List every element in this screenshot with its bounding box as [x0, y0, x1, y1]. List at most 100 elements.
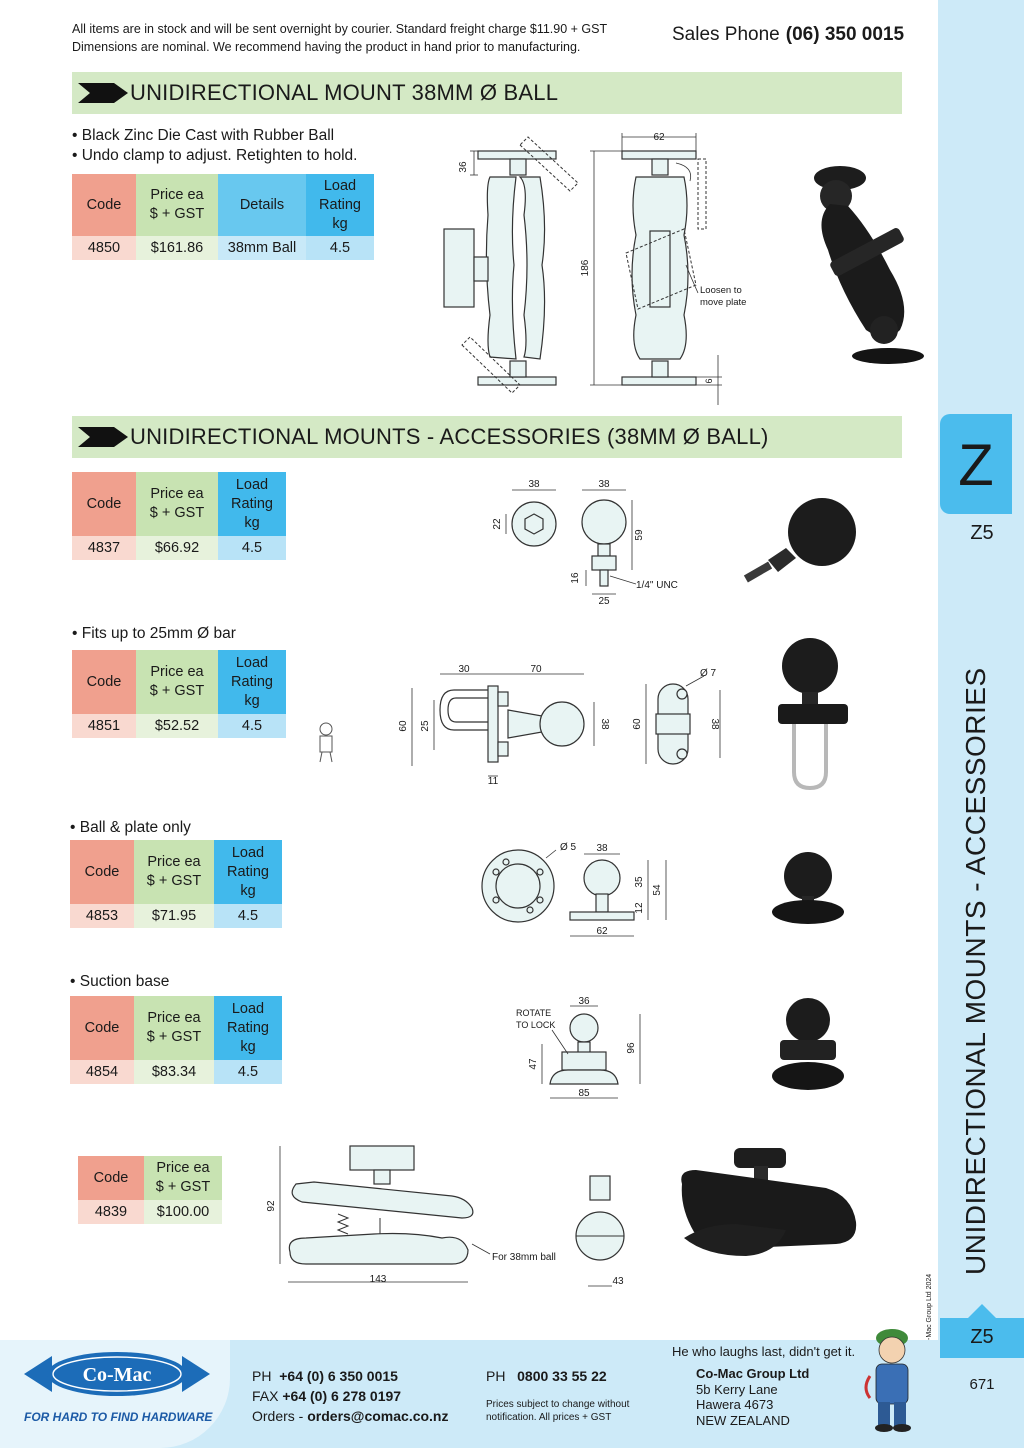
orders-email[interactable]: orders@comac.co.nz	[307, 1408, 449, 1424]
diagram-4854: 36 96 47 85 ROTATE TO LOCK	[516, 996, 641, 1099]
arrow-right-icon	[78, 427, 128, 447]
dim-label: 38	[528, 479, 540, 490]
bullet-item: • Ball & plate only	[70, 819, 191, 836]
cell-load: 4.5	[218, 714, 286, 738]
dim-label: 47	[528, 1058, 539, 1070]
page-number: 671	[969, 1376, 995, 1393]
header-code: Code	[72, 174, 136, 236]
note-label: TO LOCK	[516, 1020, 555, 1030]
section-header-accessories: UNIDIRECTIONAL MOUNTS - ACCESSORIES (38M…	[72, 416, 902, 458]
dim-label: 36	[578, 996, 590, 1007]
section-title: UNIDIRECTIONAL MOUNT 38MM Ø BALL	[130, 80, 559, 105]
cell-code: 4839	[78, 1200, 144, 1224]
mascot-icon	[319, 722, 333, 763]
table-row: 4837 $66.92 4.5	[72, 536, 286, 560]
footer-phone: PH +64 (0) 6 350 0015	[252, 1368, 398, 1384]
dim-label: 60	[398, 720, 409, 732]
comac-logo-icon[interactable]: Co-Mac	[24, 1348, 210, 1398]
footer-disclaimer: Prices subject to change without notific…	[486, 1399, 630, 1423]
dim-label: 12	[634, 902, 645, 914]
product-photo-4854	[772, 998, 844, 1090]
header-code: Code	[78, 1156, 144, 1200]
cell-code: 4837	[72, 536, 136, 560]
side-strip	[938, 0, 1024, 1340]
sales-number[interactable]: (06) 350 0015	[785, 24, 905, 45]
footer-address: Co-Mac Group Ltd 5b Kerry Lane Hawera 46…	[696, 1366, 810, 1428]
notice-line-2: Dimensions are nominal. We recommend hav…	[72, 40, 581, 54]
section-header-mount: UNIDIRECTIONAL MOUNT 38MM Ø BALL	[72, 72, 902, 114]
dim-label: 59	[634, 529, 645, 541]
footer-fax: FAX +64 (0) 6 278 0197	[252, 1388, 402, 1404]
cell-price: $71.95	[134, 904, 214, 928]
dim-label: 96	[626, 1042, 637, 1054]
diagram-4851: 30 70 60 25 38 11 Ø 7 60 38	[398, 664, 721, 787]
cell-price: $52.52	[136, 714, 218, 738]
diagram-4853: Ø 5 38 35 54 12 62	[481, 842, 667, 937]
note-label: move plate	[700, 297, 746, 308]
header-code: Code	[70, 996, 134, 1060]
dim-label: Ø 5	[560, 842, 577, 853]
header-price: Price ea$ + GST	[134, 840, 214, 904]
cell-code: 4850	[72, 236, 136, 260]
dim-label: 85	[578, 1088, 590, 1099]
cell-price: $161.86	[136, 236, 218, 260]
dim-label: 60	[632, 718, 643, 730]
dim-label: Ø 7	[700, 668, 717, 679]
header-price: Price ea$ + GST	[136, 650, 218, 714]
dim-label: 43	[612, 1276, 624, 1287]
dim-label: 70	[530, 664, 542, 675]
cell-load: 4.5	[306, 236, 374, 260]
section1-bullets: • Black Zinc Die Cast with Rubber Ball •…	[72, 126, 357, 166]
dim-label: 11	[488, 776, 499, 787]
header-price: Price ea$ + GST	[136, 472, 218, 536]
footer-orders: Orders - orders@comac.co.nz	[252, 1408, 449, 1424]
product-photo-4839	[681, 1148, 857, 1256]
product-table-4839: Code Price ea$ + GST 4839 $100.00	[78, 1156, 222, 1224]
phone-number[interactable]: +64 (0) 6 350 0015	[279, 1368, 398, 1384]
section-letter-tab[interactable]: Z	[940, 414, 1012, 514]
notice-line-1: All items are in stock and will be sent …	[72, 22, 608, 36]
bullet-item: • Black Zinc Die Cast with Rubber Ball	[72, 127, 335, 144]
freephone-number[interactable]: 0800 33 55 22	[517, 1368, 607, 1384]
arrow-right-icon	[78, 83, 128, 103]
mascot-icon	[864, 1329, 911, 1432]
product-photo-4851	[778, 638, 848, 791]
dim-label: 22	[492, 518, 503, 530]
section-title: UNIDIRECTIONAL MOUNTS - ACCESSORIES (38M…	[130, 424, 769, 449]
vertical-section-title: UNIDIRECTIONAL MOUNTS - ACCESSORIES	[960, 667, 991, 1275]
product-photo-4853	[772, 852, 844, 924]
header-price: Price ea$ + GST	[144, 1156, 222, 1200]
dim-label: 62	[653, 132, 665, 143]
table-row: 4853 $71.95 4.5	[70, 904, 282, 928]
cell-code: 4853	[70, 904, 134, 928]
fax-number: +64 (0) 6 278 0197	[282, 1388, 402, 1404]
product-photo-4837	[743, 498, 856, 583]
note-label: For 38mm ball	[492, 1252, 556, 1263]
dim-label: 38	[598, 479, 610, 490]
dim-label: 16	[570, 572, 581, 584]
tagline: FOR HARD TO FIND HARDWARE	[24, 1410, 213, 1424]
cell-load: 4.5	[214, 1060, 282, 1084]
dim-label: 1/4" UNC	[636, 580, 678, 591]
header-price: Price ea$ + GST	[134, 996, 214, 1060]
sales-label: Sales Phone	[672, 24, 780, 45]
header-details: Details	[218, 174, 306, 236]
dim-label: 35	[634, 876, 645, 888]
side-bottom-code: Z5	[970, 1326, 994, 1348]
cell-code: 4851	[72, 714, 136, 738]
table-row: 4850 $161.86 38mm Ball 4.5	[72, 236, 374, 260]
cell-details: 38mm Ball	[218, 236, 306, 260]
header-code: Code	[72, 472, 136, 536]
header-notice: All items are in stock and will be sent …	[72, 20, 652, 56]
cell-code: 4854	[70, 1060, 134, 1084]
side-section-code: Z5	[970, 522, 994, 544]
diagram-4837: 38 38 22 59 16 25 1/4" UNC	[492, 479, 678, 607]
dim-label: 143	[370, 1274, 387, 1285]
footer	[0, 1340, 940, 1448]
tab-pointer	[968, 1304, 996, 1318]
header-code: Code	[70, 840, 134, 904]
dim-label: 25	[420, 720, 431, 732]
